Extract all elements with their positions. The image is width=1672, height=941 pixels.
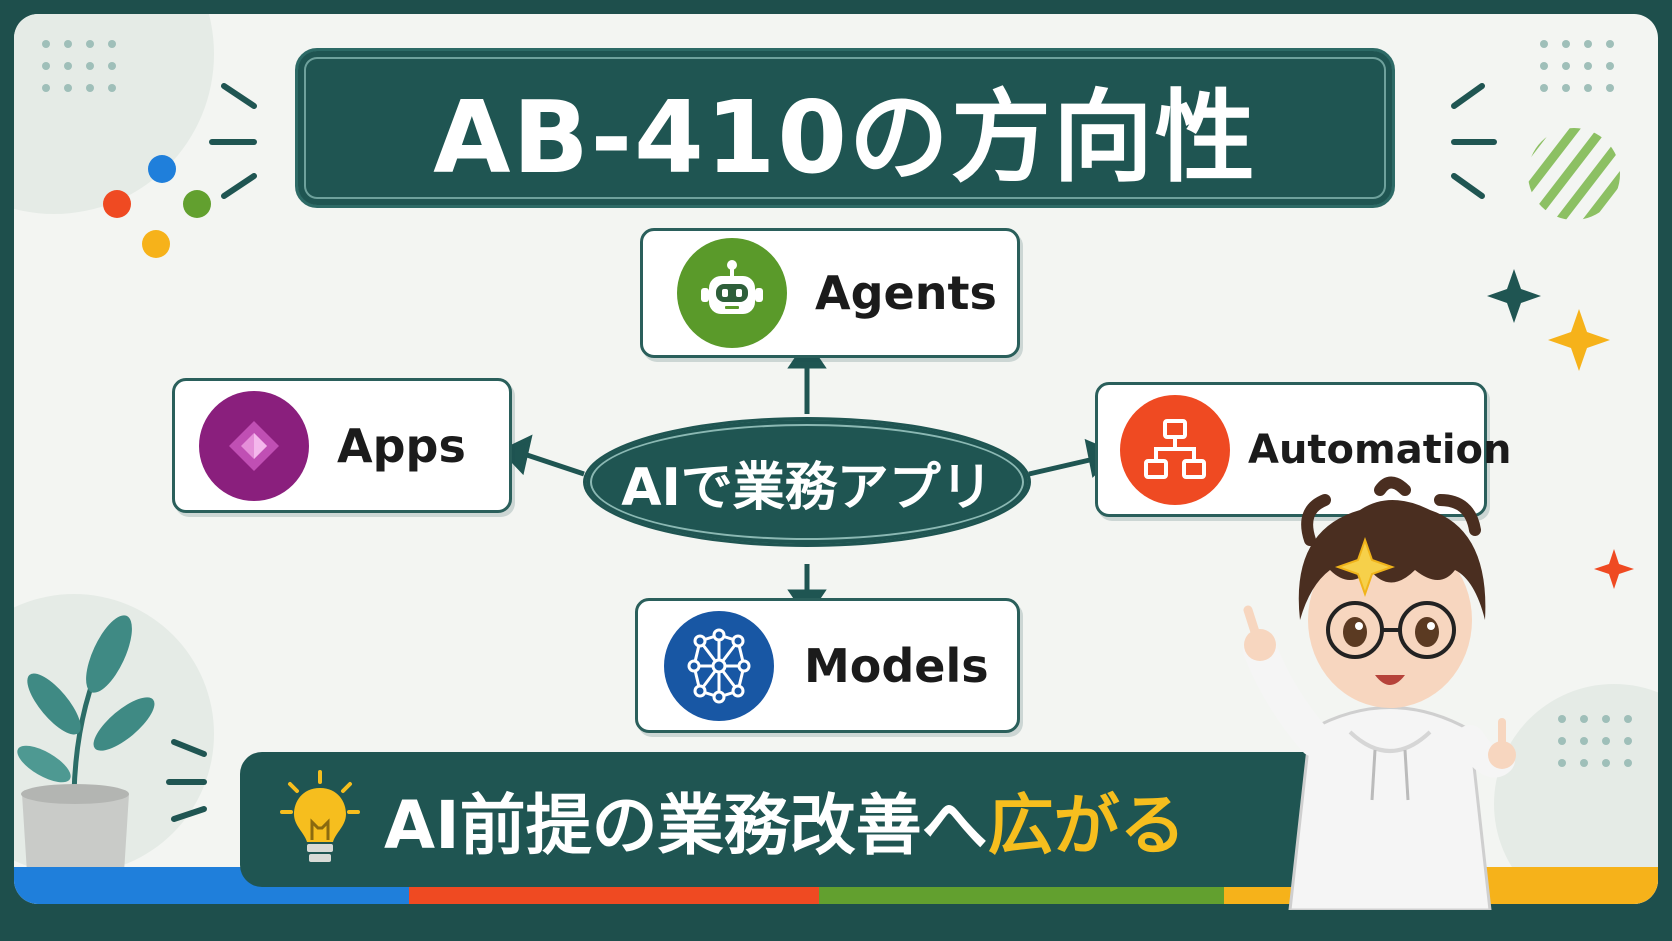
robot-icon xyxy=(677,238,787,348)
node-agents-label: Agents xyxy=(815,266,997,320)
neural-network-icon xyxy=(664,610,774,721)
node-automation: Automation xyxy=(1095,382,1512,517)
node-apps: Apps xyxy=(172,378,512,513)
node-agents: Agents xyxy=(640,228,1020,358)
node-automation-label: Automation xyxy=(1248,426,1512,473)
lightbulb-icon xyxy=(280,769,360,870)
hub-label: AIで業務アプリ xyxy=(621,457,993,518)
bottom-banner: AI前提の業務改善へ 広がる xyxy=(240,752,1345,887)
page-title: AB-410の方向性 xyxy=(433,78,1257,196)
power-apps-icon xyxy=(199,390,309,501)
mascot-character-illustration xyxy=(1243,476,1516,910)
node-models-label: Models xyxy=(804,638,989,693)
background-decoration xyxy=(14,14,1658,904)
node-models: Models xyxy=(635,598,1020,733)
title-banner: AB-410の方向性 xyxy=(295,48,1395,208)
flow-diagram-icon xyxy=(1120,394,1230,505)
banner-main-text: AI前提の業務改善へ xyxy=(384,786,988,864)
hub-ellipse: AIで業務アプリ xyxy=(583,417,1031,547)
node-apps-label: Apps xyxy=(337,418,466,473)
banner-highlight-text: 広がる xyxy=(987,786,1186,864)
